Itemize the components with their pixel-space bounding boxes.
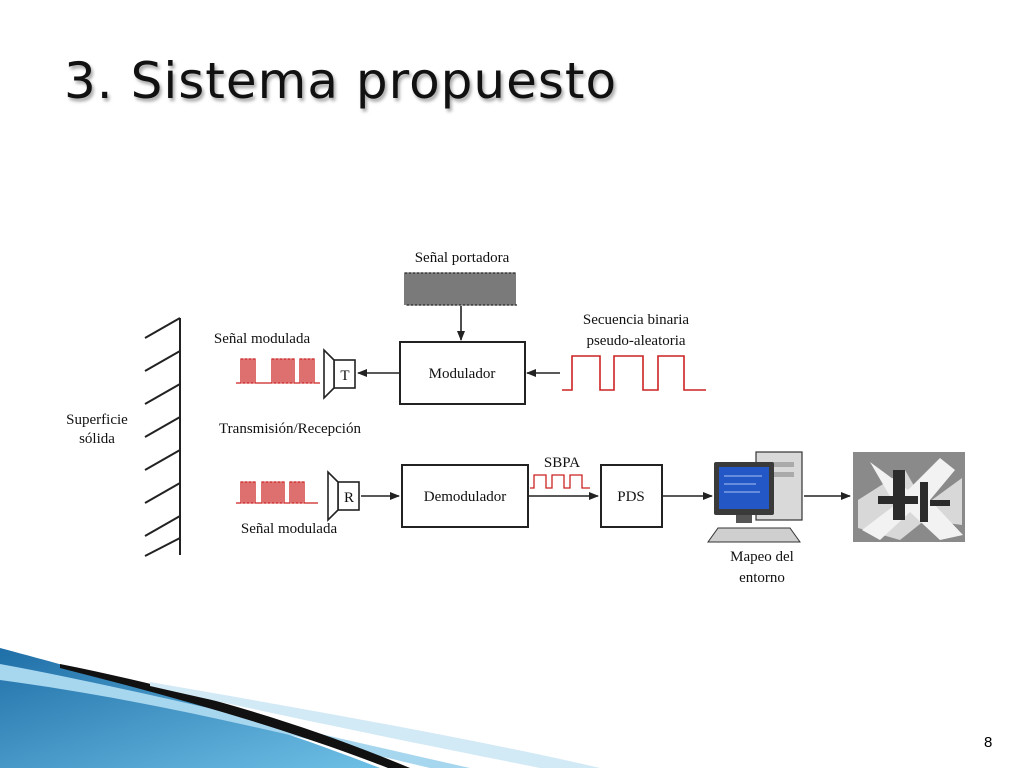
demodulator-label: Demodulador — [424, 489, 506, 505]
surface-label-line1: Superficie — [66, 412, 128, 428]
modulated-signal-top-label: Señal modulada — [214, 331, 311, 347]
sbpa-label: SBPA — [544, 455, 580, 471]
page-number: 8 — [984, 734, 993, 751]
demodulator-block — [401, 464, 529, 528]
transmitter-speaker-icon — [323, 348, 356, 400]
modulator-block — [399, 341, 526, 405]
receiver-label: R — [344, 490, 354, 506]
environment-map-image — [853, 452, 965, 542]
binary-sequence-label-line2: pseudo-aleatoria — [586, 333, 685, 349]
surface-label-line2: sólida — [79, 431, 115, 447]
slide-title: 3. Sistema propuesto — [64, 52, 618, 110]
mapping-label-line2: entorno — [739, 570, 785, 586]
solid-surface — [144, 317, 181, 557]
transmitter-label: T — [340, 368, 349, 384]
computer-icon — [707, 451, 803, 543]
carrier-label: Señal portadora — [415, 250, 510, 266]
tx-rx-label: Transmisión/Recepción — [219, 421, 361, 437]
carrier-signal — [404, 272, 517, 306]
mapping-label-line1: Mapeo del — [730, 549, 794, 565]
binary-sequence-label-line1: Secuencia binaria — [583, 312, 690, 328]
modulated-signal-top — [236, 358, 320, 384]
footer-swoosh — [0, 648, 600, 768]
pds-block — [600, 464, 663, 528]
binary-sequence-signal — [562, 355, 706, 391]
pds-label: PDS — [617, 489, 645, 505]
sbpa-signal — [530, 474, 590, 489]
receiver-microphone-icon — [327, 470, 360, 522]
modulated-signal-bottom — [236, 481, 318, 504]
modulator-label: Modulador — [429, 366, 496, 382]
modulated-signal-bottom-label: Señal modulada — [241, 521, 338, 537]
